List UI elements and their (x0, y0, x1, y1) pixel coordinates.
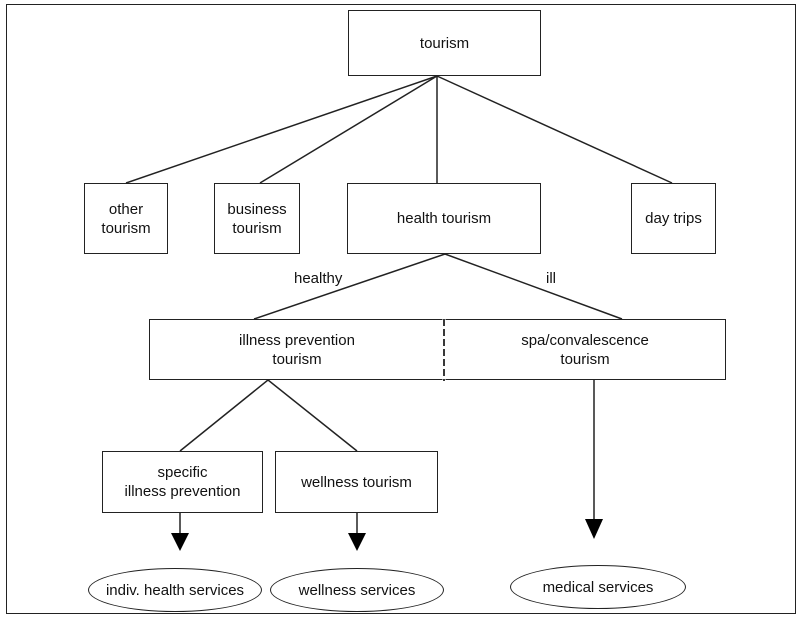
oval-indiv-health-services: indiv. health services (88, 568, 262, 612)
node-day-trips: day trips (631, 183, 716, 254)
node-specific-illness-prevention: specific illness prevention (102, 451, 263, 513)
node-wellness-tourism: wellness tourism (275, 451, 438, 513)
node-tourism: tourism (348, 10, 541, 76)
node-spa-convalescence-tourism: spa/convalescence tourism (444, 319, 726, 380)
edge-label-healthy: healthy (294, 270, 343, 287)
node-business-tourism: business tourism (214, 183, 300, 254)
diagram-frame (6, 4, 796, 614)
node-illness-prevention-tourism: illness prevention tourism (149, 319, 445, 380)
oval-wellness-services: wellness services (270, 568, 444, 612)
edge-label-ill: ill (546, 270, 556, 287)
node-health-tourism: health tourism (347, 183, 541, 254)
oval-medical-services: medical services (510, 565, 686, 609)
node-other-tourism: other tourism (84, 183, 168, 254)
dashed-divider (442, 319, 446, 381)
